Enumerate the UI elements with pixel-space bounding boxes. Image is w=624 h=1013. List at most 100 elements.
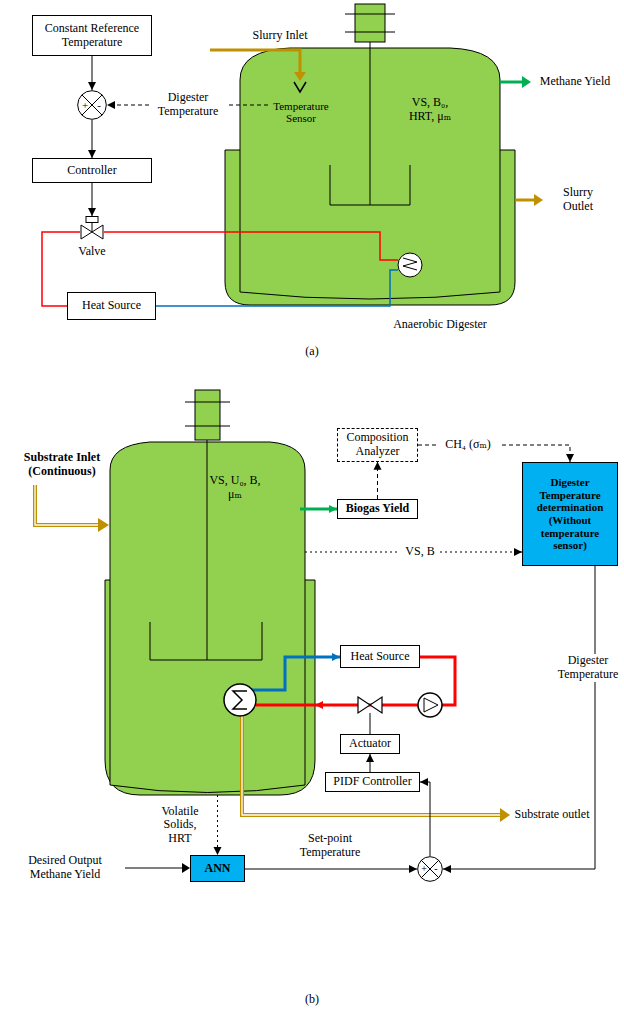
arrowhead	[332, 653, 340, 661]
arrowhead	[329, 505, 337, 513]
anaerobic-digester: Anaerobic DigesterVS, B₀, HRT, μₘTempera…	[225, 45, 515, 305]
arrowhead	[88, 82, 96, 90]
node-text: ANN	[203, 862, 233, 876]
label-text: Substrate outlet	[508, 808, 596, 822]
edge-label: Digester Temperature	[556, 654, 620, 682]
pipe-core	[242, 716, 500, 815]
connector-line	[156, 305, 390, 306]
arrowhead	[500, 808, 510, 822]
slurry-outlet-arrow	[515, 199, 534, 202]
pump-symbol	[418, 693, 442, 717]
label-text: Slurry Inlet	[235, 29, 325, 43]
mixer-motor	[195, 390, 220, 440]
process-box: Composition Analyzer	[337, 428, 418, 462]
methane-arrow	[500, 81, 522, 84]
node-text: +	[419, 864, 429, 874]
connector	[214, 795, 222, 855]
anaerobic-digester: VS, U₀, B, μₘ	[105, 440, 315, 795]
junction-outline	[77, 90, 107, 120]
arrowhead	[214, 847, 222, 855]
hot-pipe	[225, 232, 398, 260]
mixer-shaft	[207, 440, 208, 660]
input-arrow	[125, 868, 182, 869]
label-text: Slurry Outlet	[552, 186, 604, 214]
connector-line	[420, 782, 430, 856]
node-text: Controller	[65, 164, 118, 178]
valve-outline	[80, 216, 104, 240]
process-box: Heat Source	[340, 645, 420, 668]
impeller	[150, 622, 262, 660]
node-text: Temperature Sensor	[268, 100, 334, 125]
arrowhead	[566, 454, 574, 462]
process-box: Actuator	[340, 734, 400, 754]
process-box: Constant Reference Temperature	[32, 15, 152, 56]
motor-line	[345, 14, 395, 15]
process-box: ANN	[190, 855, 245, 882]
mixer-shaft	[370, 42, 371, 205]
junction-outline	[417, 856, 443, 882]
node-text: Constant Reference Temperature	[33, 22, 151, 50]
arrowhead	[534, 194, 543, 206]
label-text: (a)	[297, 345, 327, 359]
connector	[88, 183, 96, 216]
node-text: -	[431, 864, 441, 874]
node-text: -	[93, 100, 105, 111]
edge-label: VS, B	[400, 545, 440, 559]
junction-circle	[78, 91, 107, 120]
node-text: Biogas Yield	[344, 502, 411, 516]
arrowhead	[366, 754, 374, 762]
signal-stub	[305, 552, 315, 553]
process-box: Controller	[32, 158, 152, 183]
edge-label: Set-point Temperature	[288, 832, 372, 860]
temperature-sensor: Temperature Sensor	[268, 80, 335, 126]
summing-junction: +-	[77, 90, 107, 120]
heat-exchanger	[398, 253, 422, 277]
label-text: Methane Yield	[530, 75, 620, 89]
temperature-sensor	[294, 82, 306, 92]
pump-arrow	[424, 698, 438, 712]
node-text: Heat Source	[349, 650, 412, 664]
node-text: Digester Temperature determination (With…	[523, 476, 617, 552]
control-valve	[358, 697, 382, 713]
node-text: +	[79, 100, 91, 111]
substrate-inlet-pipe	[35, 485, 98, 525]
arrowhead	[409, 865, 417, 873]
connector-line	[443, 566, 595, 869]
exchanger-coil	[403, 258, 417, 270]
arrowhead	[88, 208, 96, 216]
connector-line	[217, 795, 218, 855]
connector	[443, 566, 595, 873]
node-text: Composition Analyzer	[338, 431, 417, 459]
connector	[366, 754, 374, 772]
connector	[104, 232, 225, 233]
substrate-outlet-pipe	[242, 716, 500, 815]
connector	[420, 778, 430, 856]
valve-stem	[92, 223, 93, 233]
arrowhead	[294, 72, 306, 81]
process-box: PIDF Controller	[325, 772, 420, 792]
node-text: VS, U₀, B, μₘ	[208, 474, 263, 502]
label-text: Substrate Inlet (Continuous)	[14, 451, 110, 479]
connector	[88, 56, 96, 90]
motor-line	[345, 32, 395, 33]
arrowhead	[443, 865, 451, 873]
node-text: Valve	[70, 245, 114, 259]
label-text: (b)	[297, 993, 327, 1007]
node-text: Actuator	[347, 737, 393, 751]
edge-label: Digester Temperature	[151, 91, 226, 119]
mixer-motor	[355, 4, 385, 42]
slurry-inlet-arrow	[210, 50, 300, 72]
connector	[156, 305, 390, 306]
process-box: Digester Temperature determination (With…	[522, 462, 618, 566]
process-box: Heat Source	[67, 292, 156, 320]
arrowhead	[88, 150, 96, 158]
edge-label: Volatile Solids, HRT	[153, 805, 207, 846]
actuator-stem	[370, 713, 371, 735]
arrowhead	[522, 76, 531, 88]
arrowhead	[374, 462, 382, 470]
hot-pipe	[256, 704, 315, 707]
edge-label: CH₄ (σₘ)	[437, 438, 499, 452]
valve-body	[81, 225, 103, 239]
impeller	[330, 165, 410, 205]
node-text: Heat Source	[80, 299, 143, 313]
